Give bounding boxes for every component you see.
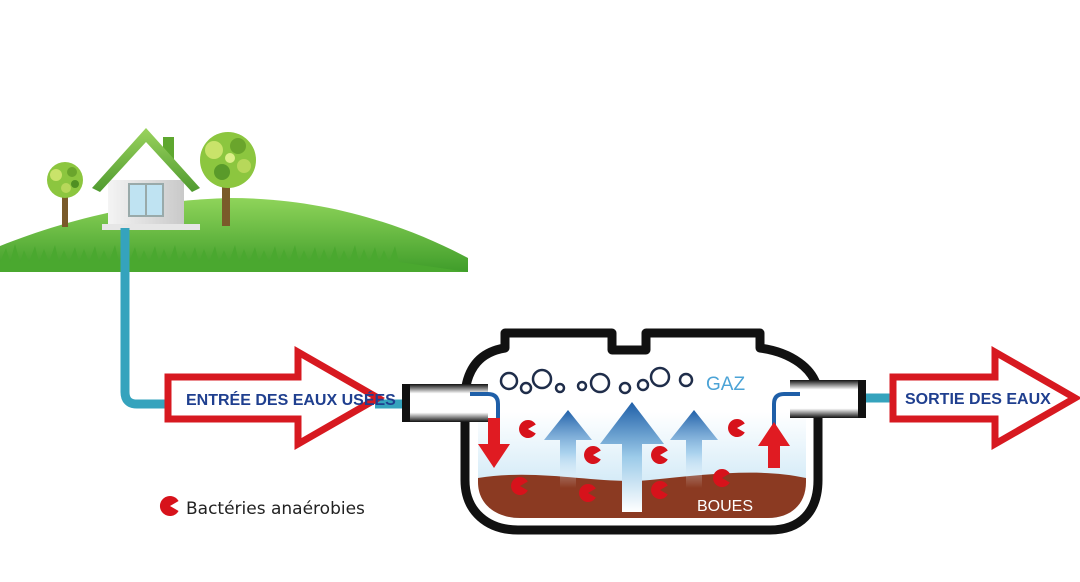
bacteria-icon xyxy=(579,484,596,502)
gas-bubble-icon xyxy=(589,372,611,394)
gas-bubble-icon xyxy=(636,378,650,392)
hill xyxy=(0,198,468,272)
inlet-label: ENTRÉE DES EAUX USÉES xyxy=(186,390,396,409)
flow-arrows xyxy=(478,402,790,512)
gas-bubble-icon xyxy=(499,371,519,391)
gas-bubble-icon xyxy=(519,381,533,395)
bacteria-group xyxy=(511,419,745,502)
bacteria-icon xyxy=(511,477,528,495)
legend-label: Bactéries anaérobies xyxy=(186,499,365,519)
inlet-down-arrow xyxy=(478,418,510,468)
gas-bubble-icon xyxy=(649,366,671,388)
outlet-label: SORTIE DES EAUX xyxy=(905,391,1051,408)
gas-bubble-icon xyxy=(618,381,632,395)
gas-label: GAZ xyxy=(706,374,745,395)
up-arrow-center xyxy=(600,402,664,512)
gas-bubble-icon xyxy=(576,380,588,392)
up-arrow-left xyxy=(544,410,592,488)
up-arrow-right xyxy=(670,410,718,488)
tree-icon xyxy=(200,132,256,226)
bacteria-icon xyxy=(713,469,730,487)
bacteria-icon xyxy=(519,420,536,438)
bacteria-icon xyxy=(159,496,179,516)
sludge-label: BOUES xyxy=(697,498,753,515)
gas-bubble-icon xyxy=(554,382,566,394)
outlet-up-arrow xyxy=(758,422,790,468)
gas-bubble-icon xyxy=(531,368,553,390)
bacteria-icon xyxy=(651,481,668,499)
bacteria-icon xyxy=(728,419,745,437)
outlet-arrow: SORTIE DES EAUX xyxy=(889,345,1080,451)
tree-icon xyxy=(47,162,83,227)
gas-bubbles xyxy=(499,366,694,395)
bacteria-icon xyxy=(651,446,668,464)
gas-bubble-icon xyxy=(678,372,694,388)
legend: Bactéries anaérobies xyxy=(159,496,365,519)
house-icon xyxy=(92,128,200,230)
inlet-arrow: ENTRÉE DES EAUX USÉES xyxy=(164,345,396,451)
bacteria-icon xyxy=(584,446,601,464)
